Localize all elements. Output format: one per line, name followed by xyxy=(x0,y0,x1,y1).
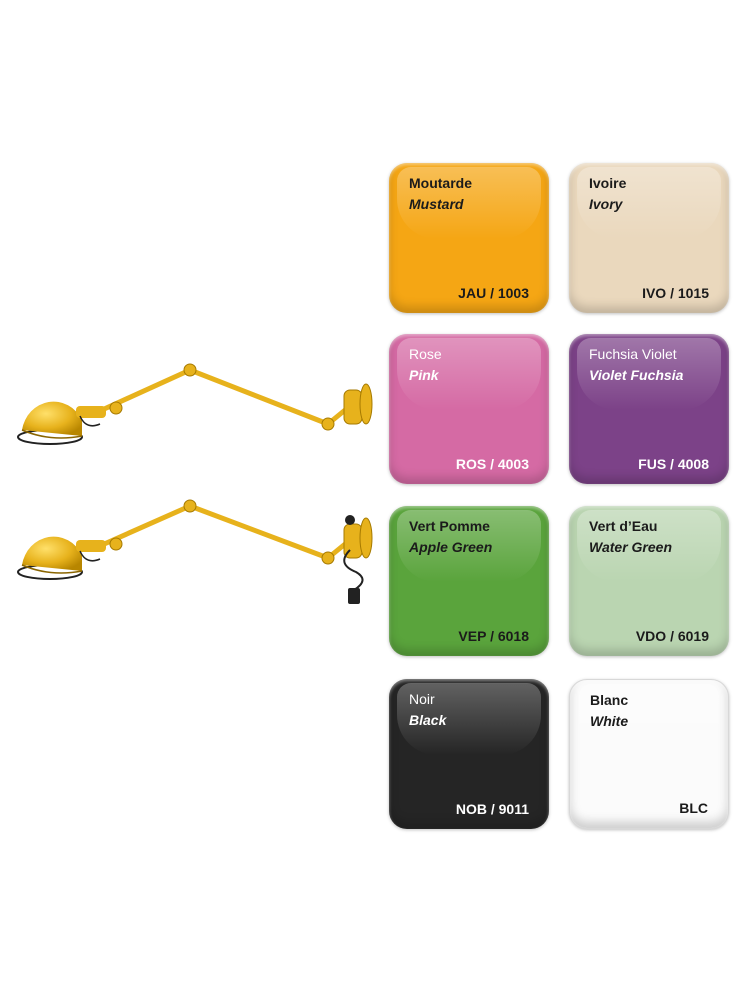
swatch-french-name: Rose xyxy=(409,346,442,362)
color-swatch-pink[interactable]: Rose Pink ROS / 4003 xyxy=(389,334,549,484)
swatch-code: IVO / 1015 xyxy=(642,285,709,301)
swatch-french-name: Vert d’Eau xyxy=(589,518,658,534)
swatch-french-name: Noir xyxy=(409,691,435,707)
swatch-french-name: Vert Pomme xyxy=(409,518,490,534)
swatch-english-name: Water Green xyxy=(589,539,672,555)
color-swatch-water-green[interactable]: Vert d’Eau Water Green VDO / 6019 xyxy=(569,506,729,656)
color-swatch-white[interactable]: Blanc White BLC xyxy=(569,679,729,829)
swatch-french-name: Fuchsia Violet xyxy=(589,346,677,362)
swatch-english-name: Ivory xyxy=(589,196,623,212)
swatch-french-name: Ivoire xyxy=(589,175,627,191)
color-swatch-mustard[interactable]: Moutarde Mustard JAU / 1003 xyxy=(389,163,549,313)
color-swatch-ivory[interactable]: Ivoire Ivory IVO / 1015 xyxy=(569,163,729,313)
swatch-code: NOB / 9011 xyxy=(455,801,529,817)
swatch-french-name: Blanc xyxy=(590,692,629,708)
swatch-french-name: Moutarde xyxy=(409,175,472,191)
swatch-english-name: Apple Green xyxy=(409,539,493,555)
swatch-code: ROS / 4003 xyxy=(455,456,529,472)
color-swatch-violet-fuchsia[interactable]: Fuchsia Violet Violet Fuchsia FUS / 4008 xyxy=(569,334,729,484)
swatch-english-name: White xyxy=(590,713,629,729)
swatch-english-name: Mustard xyxy=(409,196,464,212)
swatch-english-name: Pink xyxy=(409,367,439,383)
swatch-english-name: Black xyxy=(409,712,447,728)
color-swatch-black[interactable]: Noir Black NOB / 9011 xyxy=(389,679,549,829)
swatch-english-name: Violet Fuchsia xyxy=(589,367,684,383)
swatch-code: VDO / 6019 xyxy=(635,628,709,644)
swatch-code: BLC xyxy=(679,800,708,816)
swatch-code: JAU / 1003 xyxy=(458,285,529,301)
swatch-code: FUS / 4008 xyxy=(638,456,709,472)
swatch-code: VEP / 6018 xyxy=(458,628,529,644)
wall-lamp-image-plug xyxy=(17,499,373,604)
color-swatch-apple-green[interactable]: Vert Pomme Apple Green VEP / 6018 xyxy=(389,506,549,656)
wall-lamp-image-plate xyxy=(17,363,373,445)
